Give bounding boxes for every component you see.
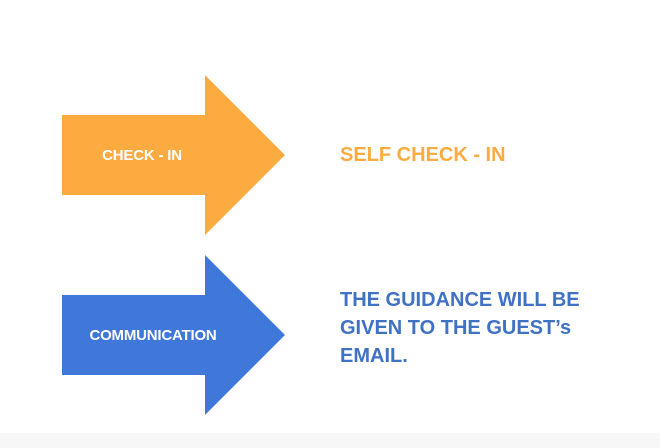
bottom-band [0, 433, 660, 448]
check-in-arrow-shape [62, 75, 285, 235]
check-in-arrow-label: CHECK - IN [102, 147, 182, 164]
communication-arrow-shape [62, 255, 285, 415]
communication-arrow [62, 255, 285, 415]
self-check-in-text: SELF CHECK - IN [340, 144, 506, 166]
communication-arrow-label: COMMUNICATION [89, 327, 217, 344]
guidance-text: THE GUIDANCE WILL BE GIVEN TO THE GUEST’… [340, 289, 580, 367]
check-in-arrow [62, 75, 285, 235]
